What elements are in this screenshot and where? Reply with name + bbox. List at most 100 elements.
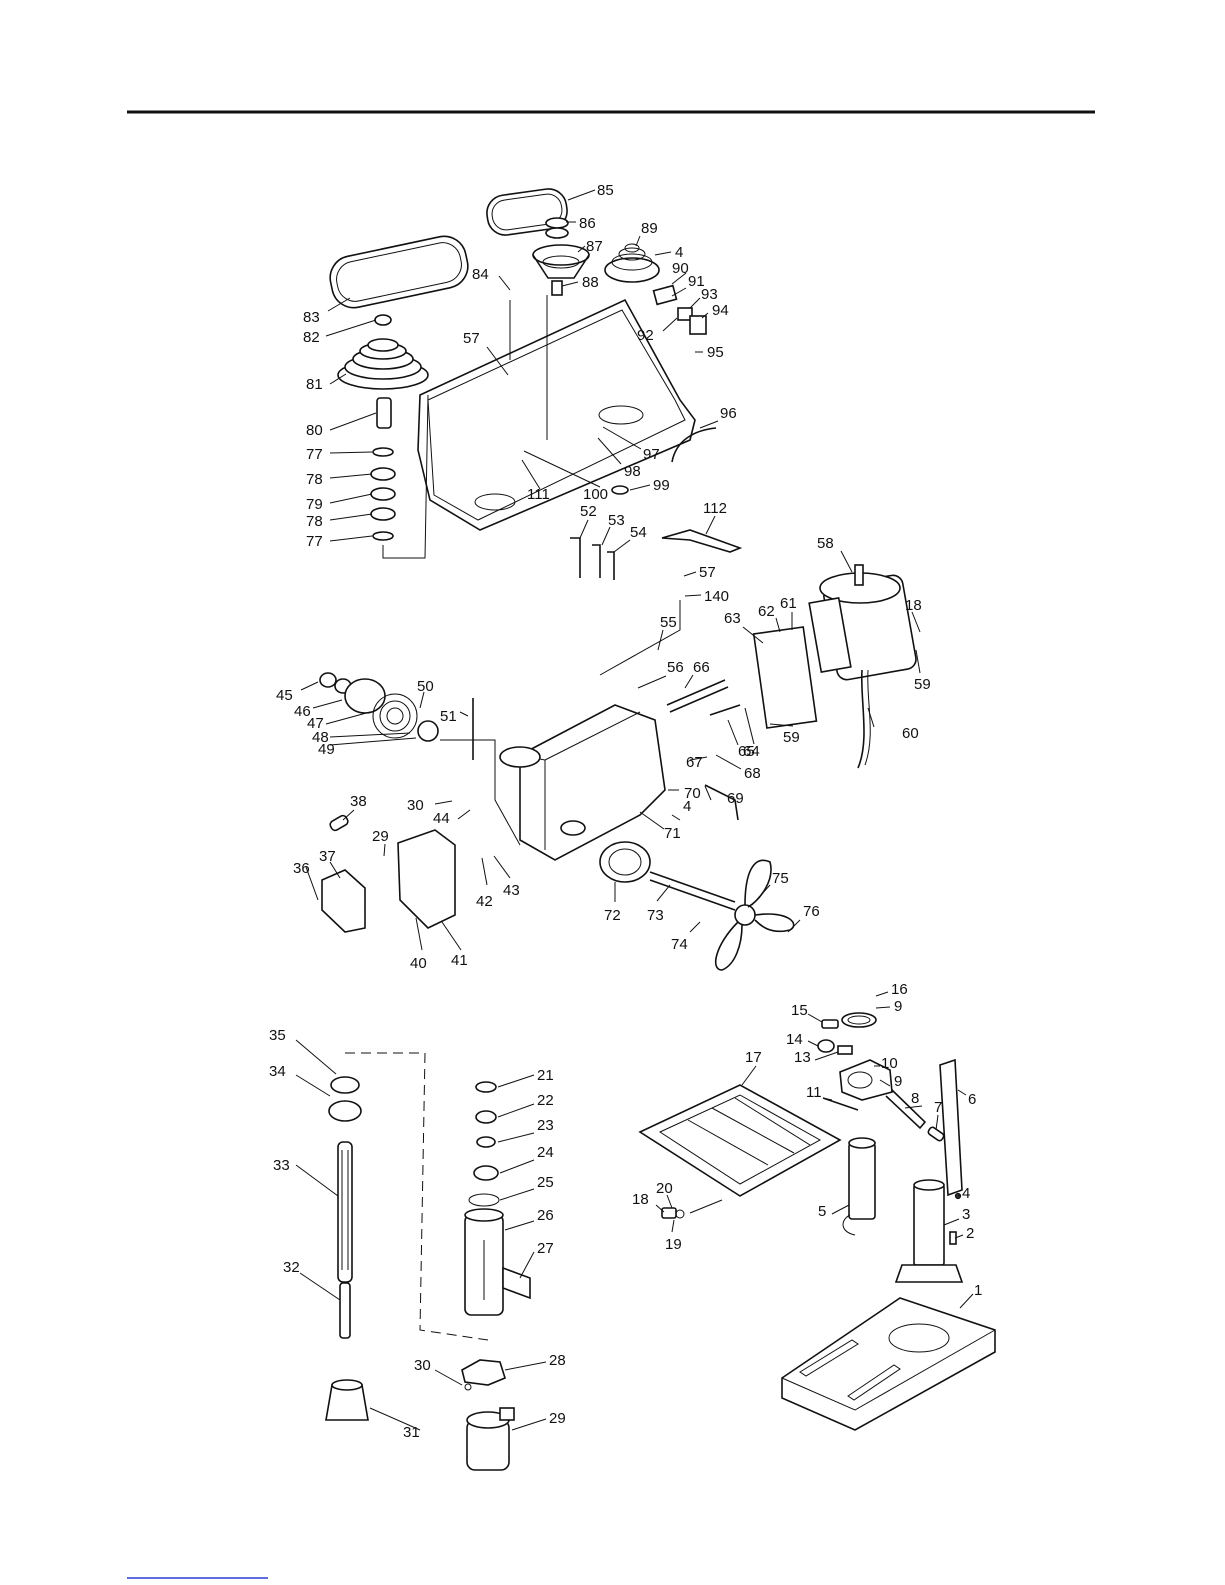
part-label: 55 [660, 614, 677, 631]
part-label: 27 [537, 1240, 554, 1257]
part-label: 31 [403, 1424, 420, 1441]
table-column-base-drawing [638, 1012, 996, 1431]
part-label: 10 [881, 1055, 898, 1072]
part-label: 64 [743, 743, 760, 760]
part-label: 38 [350, 793, 367, 810]
part-label: 29 [372, 828, 389, 845]
part-label: 94 [712, 302, 729, 319]
part-label: 8 [911, 1090, 919, 1107]
part-label: 18 [905, 597, 922, 614]
part-label: 41 [451, 952, 468, 969]
part-label: 75 [772, 870, 789, 887]
part-label: 83 [303, 309, 320, 326]
part-label: 140 [704, 588, 729, 605]
part-label: 50 [417, 678, 434, 695]
part-label: 11 [806, 1084, 822, 1101]
part-label: 78 [306, 471, 323, 488]
part-label: 80 [306, 422, 323, 439]
part-label: 42 [476, 893, 493, 910]
part-label: 76 [803, 903, 820, 920]
part-label: 37 [319, 848, 336, 865]
part-label: 5 [818, 1203, 826, 1220]
part-label: 20 [656, 1180, 673, 1197]
part-label: 17 [745, 1049, 762, 1066]
leader-lines [295, 189, 974, 1431]
part-label: 40 [410, 955, 427, 972]
part-label: 87 [586, 238, 603, 255]
part-label: 91 [688, 273, 705, 290]
part-label: 84 [472, 266, 489, 283]
part-label: 74 [671, 936, 688, 953]
part-label: 53 [608, 512, 625, 529]
part-label: 30 [414, 1357, 431, 1374]
part-label: 52 [580, 503, 597, 520]
part-label: 96 [720, 405, 737, 422]
part-label: 4 [675, 244, 683, 261]
part-label: 26 [537, 1207, 554, 1224]
part-label: 29 [549, 1410, 566, 1427]
part-label: 81 [306, 376, 323, 393]
part-label: 49 [318, 741, 335, 758]
head-motor-drawing [319, 564, 917, 971]
part-label: 43 [503, 882, 520, 899]
part-label: 21 [537, 1067, 554, 1084]
part-label: 67 [686, 754, 703, 771]
part-label: 65 [738, 743, 755, 760]
part-label: 32 [283, 1259, 300, 1276]
part-label: 86 [579, 215, 596, 232]
part-label: 22 [537, 1092, 554, 1109]
part-label: 73 [647, 907, 664, 924]
part-label: 36 [293, 860, 310, 877]
part-label: 18 [632, 1191, 649, 1208]
part-label: 57 [699, 564, 716, 581]
part-label: 24 [537, 1144, 554, 1161]
part-label: 98 [624, 463, 641, 480]
part-label: 4 [683, 798, 691, 815]
part-label: 68 [744, 765, 761, 782]
part-label: 62 [758, 603, 775, 620]
part-label: 71 [664, 825, 681, 842]
part-label: 77 [306, 533, 323, 550]
part-label: 72 [604, 907, 621, 924]
part-label: 60 [902, 725, 919, 742]
part-label: 3 [962, 1206, 970, 1223]
part-label: 90 [672, 260, 689, 277]
part-label: 99 [653, 477, 670, 494]
part-label: 45 [276, 687, 293, 704]
part-label: 54 [630, 524, 647, 541]
part-label: 48 [312, 729, 329, 746]
part-label: 28 [549, 1352, 566, 1369]
part-label: 85 [597, 182, 614, 199]
part-label: 93 [701, 286, 718, 303]
part-label: 92 [637, 327, 654, 344]
part-label: 89 [641, 220, 658, 237]
part-label: 34 [269, 1063, 286, 1080]
part-label: 77 [306, 446, 323, 463]
part-label: 95 [707, 344, 724, 361]
part-label: 1 [974, 1282, 982, 1299]
part-label: 14 [786, 1031, 803, 1048]
part-label: 78 [306, 513, 323, 530]
part-label: 88 [582, 274, 599, 291]
part-label: 35 [269, 1027, 286, 1044]
part-label: 112 [703, 500, 727, 517]
part-label: 51 [440, 708, 457, 725]
part-label: 59 [783, 729, 800, 746]
part-label: 9 [894, 998, 902, 1015]
part-label: 69 [727, 790, 744, 807]
part-label: 33 [273, 1157, 290, 1174]
pulley-assembly-drawing [329, 188, 743, 580]
part-label: 7 [934, 1099, 942, 1116]
part-label: 70 [684, 785, 701, 802]
part-label: 4 [962, 1185, 970, 1202]
part-label: 15 [791, 1002, 808, 1019]
part-label: 44 [433, 810, 450, 827]
part-label: 16 [891, 981, 908, 998]
part-label: 59 [914, 676, 931, 693]
part-label: 23 [537, 1117, 554, 1134]
part-label: 63 [724, 610, 741, 627]
part-label: 57 [463, 330, 480, 347]
part-label: 47 [307, 715, 324, 732]
part-label: 46 [294, 703, 311, 720]
